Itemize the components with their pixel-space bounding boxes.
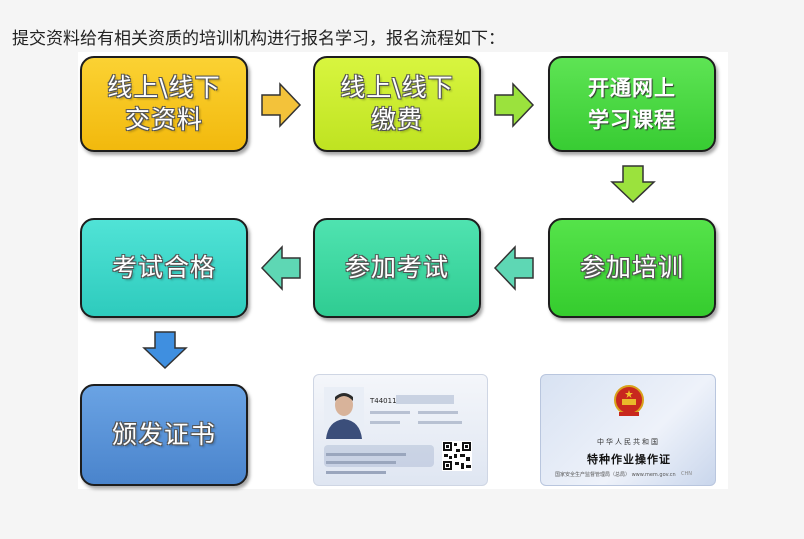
step-pay-fee-label: 线上\线下 缴费: [340, 73, 454, 134]
step-take-exam: 参加考试: [313, 218, 481, 318]
id-card-number: T44011: [370, 397, 397, 405]
arrow-right-icon: [494, 82, 535, 128]
redaction-bar: [396, 395, 454, 404]
arrow-down-icon: [142, 331, 188, 370]
step-pay-fee: 线上\线下 缴费: [313, 56, 481, 152]
field-line: [326, 471, 386, 474]
field-line: [418, 411, 458, 414]
registration-flowchart: 线上\线下 交资料 线上\线下 缴费 开通网上 学习课程 参加培训 参加考试: [78, 52, 728, 489]
step-attend-training-label: 参加培训: [579, 253, 684, 282]
step-take-exam-label: 参加考试: [344, 253, 449, 282]
arrow-left-icon: [493, 245, 534, 291]
field-line: [326, 453, 406, 456]
qr-code-icon: [442, 441, 472, 471]
permit-footer: 国家安全生产监督管理局（总局） www.mem.gov.cn: [555, 472, 676, 478]
field-line: [418, 421, 462, 424]
arrow-left-icon: [260, 245, 301, 291]
permit-watermark: CHN: [681, 471, 692, 477]
intro-text: 提交资料给有相关资质的培训机构进行报名学习，报名流程如下：: [12, 29, 505, 49]
field-line: [370, 411, 410, 414]
step-submit-materials-label: 线上\线下 交资料: [107, 73, 221, 134]
step-attend-training: 参加培训: [548, 218, 716, 318]
field-line: [370, 421, 400, 424]
arrow-right-icon: [261, 82, 302, 128]
step-pass-exam-label: 考试合格: [111, 253, 216, 282]
operation-certificate-id-card: T44011: [313, 374, 488, 486]
permit-country-name: 中华人民共和国: [597, 438, 660, 446]
step-issue-certificate: 颁发证书: [80, 384, 248, 486]
step-submit-materials: 线上\线下 交资料: [80, 56, 248, 152]
step-open-online-course-label: 开通网上 学习课程: [588, 76, 676, 132]
step-issue-certificate-label: 颁发证书: [111, 420, 216, 449]
arrow-down-icon: [610, 165, 656, 204]
permit-title: 特种作业操作证: [587, 453, 671, 466]
special-operation-permit-card: 中华人民共和国 特种作业操作证 国家安全生产监督管理局（总局） www.mem.…: [540, 374, 716, 486]
national-emblem-icon: [614, 385, 644, 416]
field-line: [326, 461, 396, 464]
person-photo-icon: [324, 387, 364, 439]
step-open-online-course: 开通网上 学习课程: [548, 56, 716, 152]
step-pass-exam: 考试合格: [80, 218, 248, 318]
